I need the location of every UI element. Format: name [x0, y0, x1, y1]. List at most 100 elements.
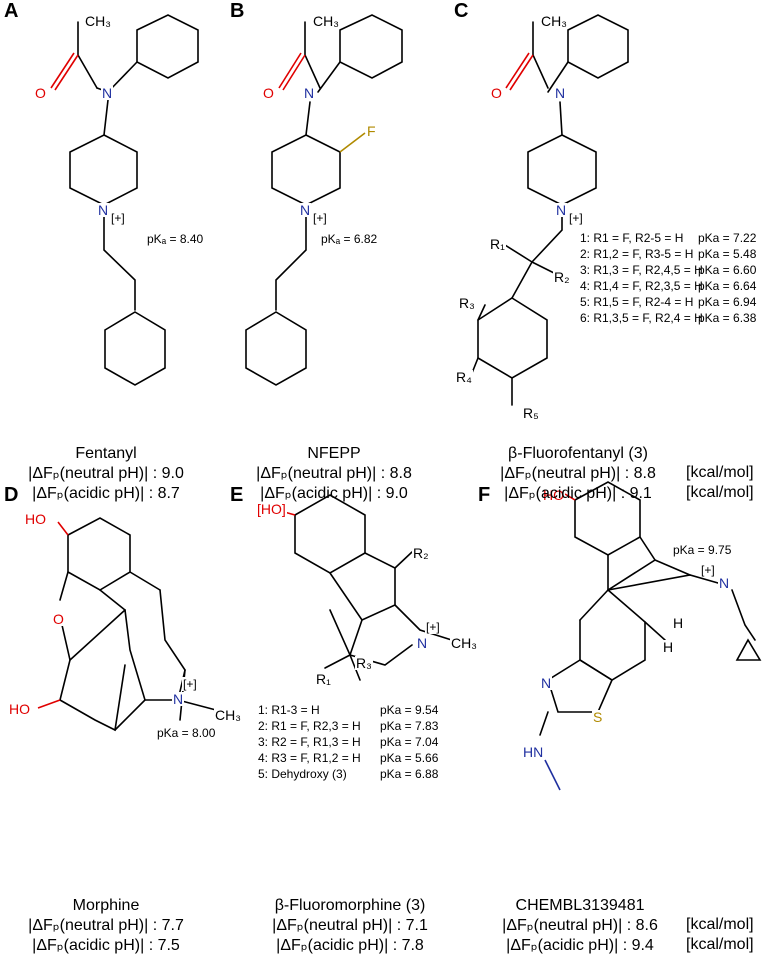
panel-letter-f: F [478, 484, 491, 506]
chembl-caption: CHEMBL3139481 |ΔFₚ(neutral pH)| : 8.6 |Δ… [482, 896, 678, 956]
unit-label-c2: [kcal/mol] [686, 484, 754, 501]
table-row: 5: Dehydroxy (3)pKa = 6.88 [258, 766, 438, 782]
dfp-neutral: |ΔFₚ(neutral pH)| : 7.1 [272, 917, 428, 934]
r2-label: R₂ [553, 269, 571, 285]
nfepp-n-amide-label: N [303, 85, 316, 101]
table-cell-substituent: 5: R1,5 = F, R2-4 = H [580, 295, 694, 309]
fluoromorphine-r3-label: R₃ [355, 655, 373, 671]
nfepp-ch3-label: CH₃ [312, 13, 340, 29]
dfp-neutral: |ΔFₚ(neutral pH)| : 8.8 [500, 465, 656, 482]
table-row: 2: R1,2 = F, R3-5 = H pKa = 5.48 [580, 246, 756, 262]
fentanyl-n-label: N [97, 202, 110, 218]
table-cell-pka: pKa = 5.66 [380, 751, 439, 765]
chembl-n-thiazole-label: N [540, 675, 553, 691]
fluorofentanyl-n-label: N [555, 202, 568, 218]
dfp-acidic: |ΔFₚ(acidic pH)| : 7.5 [32, 937, 180, 954]
table-cell-pka: pKa = 6.94 [698, 295, 757, 309]
dfp-neutral: |ΔFₚ(neutral pH)| : 7.7 [28, 917, 184, 934]
table-cell-substituent: 5: Dehydroxy (3) [258, 767, 347, 781]
fluorofentanyl-n-amide-label: N [554, 85, 567, 101]
chembl-h-label-1: H [672, 615, 685, 631]
table-row: 1: R1 = F, R2-5 = H pKa = 7.22 [580, 230, 756, 246]
chembl-h-label-2: H [662, 639, 675, 655]
chembl-s-label: S [592, 709, 604, 725]
unit-label-c1: [kcal/mol] [686, 464, 754, 481]
fluoromorphine-n-label: N [416, 635, 429, 651]
dfp-acidic: |ΔFₚ(acidic pH)| : 7.8 [276, 937, 424, 954]
fluorofentanyl-structure [469, 14, 629, 406]
fluorofentanyl-ch3-label: CH₃ [540, 13, 568, 29]
table-cell-substituent: 1: R1-3 = H [258, 703, 320, 717]
dfp-acidic: |ΔFₚ(acidic pH)| : 8.7 [32, 485, 180, 502]
table-row: 3: R2 = F, R1,3 = H pKa = 7.04 [258, 734, 438, 750]
panel-letter-e: E [230, 484, 244, 506]
fluoromorphine-caption: β-Fluoromorphine (3) |ΔFₚ(neutral pH)| :… [250, 896, 450, 956]
dfp-neutral: |ΔFₚ(neutral pH)| : 8.8 [256, 465, 412, 482]
panel-letter-c: C [454, 0, 469, 22]
fluoromorphine-r2-label: R₂ [412, 545, 430, 561]
compound-name: NFEPP [307, 445, 361, 462]
fluoromorphine-structure [269, 494, 459, 681]
fluorofentanyl-pka-table: 1: R1 = F, R2-5 = H pKa = 7.22 2: R1,2 = … [580, 230, 756, 326]
fentanyl-charge-label: [+] [110, 211, 126, 225]
fluorofentanyl-caption: β-Fluorofentanyl (3) |ΔFₚ(neutral pH)| :… [478, 444, 678, 504]
table-cell-pka: pKa = 7.22 [698, 231, 757, 245]
table-cell-substituent: 4: R1,4 = F, R2,3,5 = H [580, 279, 703, 293]
panel-letter-d: D [4, 484, 19, 506]
fentanyl-ch3-label: CH₃ [84, 13, 112, 29]
nfepp-pka: pKₐ = 6.82 [320, 232, 379, 246]
nfepp-structure [245, 14, 403, 386]
r5-label: R₅ [522, 405, 540, 421]
compound-name: β-Fluoromorphine (3) [274, 897, 426, 914]
fentanyl-pka: pKₐ = 8.40 [146, 232, 205, 246]
nfepp-n-label: N [299, 202, 312, 218]
chembl-ho-label: HO [542, 487, 565, 503]
fluoromorphine-r1-label: R₁ [315, 671, 332, 687]
compound-name: β-Fluorofentanyl (3) [508, 445, 648, 462]
table-row: 5: R1,5 = F, R2-4 = H pKa = 6.94 [580, 294, 756, 310]
dfp-acidic: |ΔFₚ(acidic pH)| : 9.0 [260, 485, 408, 502]
r3-label: R₃ [458, 295, 476, 311]
compound-name: CHEMBL3139481 [515, 897, 645, 914]
chembl-charge-label: [+] [700, 563, 716, 577]
table-cell-pka: pKa = 5.48 [698, 247, 757, 261]
dfp-neutral: |ΔFₚ(neutral pH)| : 8.6 [502, 917, 658, 934]
chembl-hn-label: HN [522, 744, 545, 760]
table-cell-substituent: 2: R1,2 = F, R3-5 = H [580, 247, 694, 261]
dfp-acidic: |ΔFₚ(acidic pH)| : 9.1 [504, 485, 652, 502]
morphine-pka: pKa = 8.00 [156, 726, 217, 740]
table-cell-pka: pKa = 7.04 [380, 735, 439, 749]
table-cell-pka: pKa = 6.60 [698, 263, 757, 277]
chembl-structure [539, 481, 762, 791]
nfepp-o-label: O [262, 85, 275, 101]
nfepp-f-label: F [366, 123, 377, 139]
fluoromorphine-ch3-label: CH₃ [450, 635, 478, 651]
panel-letter-a: A [4, 0, 19, 22]
table-cell-pka: pKa = 6.64 [698, 279, 757, 293]
morphine-o-label: O [52, 611, 65, 627]
unit-label-f2: [kcal/mol] [686, 936, 754, 953]
fentanyl-caption: Fentanyl |ΔFₚ(neutral pH)| : 9.0 |ΔFₚ(ac… [0, 444, 212, 504]
fluoromorphine-ho-label: [HO] [256, 501, 287, 517]
chembl-pka: pKa = 9.75 [672, 543, 733, 557]
compound-name: Fentanyl [75, 445, 137, 462]
table-cell-substituent: 6: R1,3,5 = F, R2,4 = H [580, 311, 703, 325]
fentanyl-n-amide-label: N [101, 85, 114, 101]
table-cell-substituent: 3: R1,3 = F, R2,4,5 = H [580, 263, 703, 277]
table-cell-pka: pKa = 6.38 [698, 311, 757, 325]
unit-label-f1: [kcal/mol] [686, 916, 754, 933]
table-cell-substituent: 2: R1 = F, R2,3 = H [258, 719, 361, 733]
morphine-ch3-label: CH₃ [214, 707, 242, 723]
morphine-structure [37, 517, 236, 732]
morphine-charge-label: [+] [182, 677, 198, 691]
table-cell-substituent: 1: R1 = F, R2-5 = H [580, 231, 684, 245]
r4-label: R₄ [455, 369, 473, 385]
table-cell-substituent: 3: R2 = F, R1,3 = H [258, 735, 361, 749]
compound-name: Morphine [72, 897, 140, 914]
